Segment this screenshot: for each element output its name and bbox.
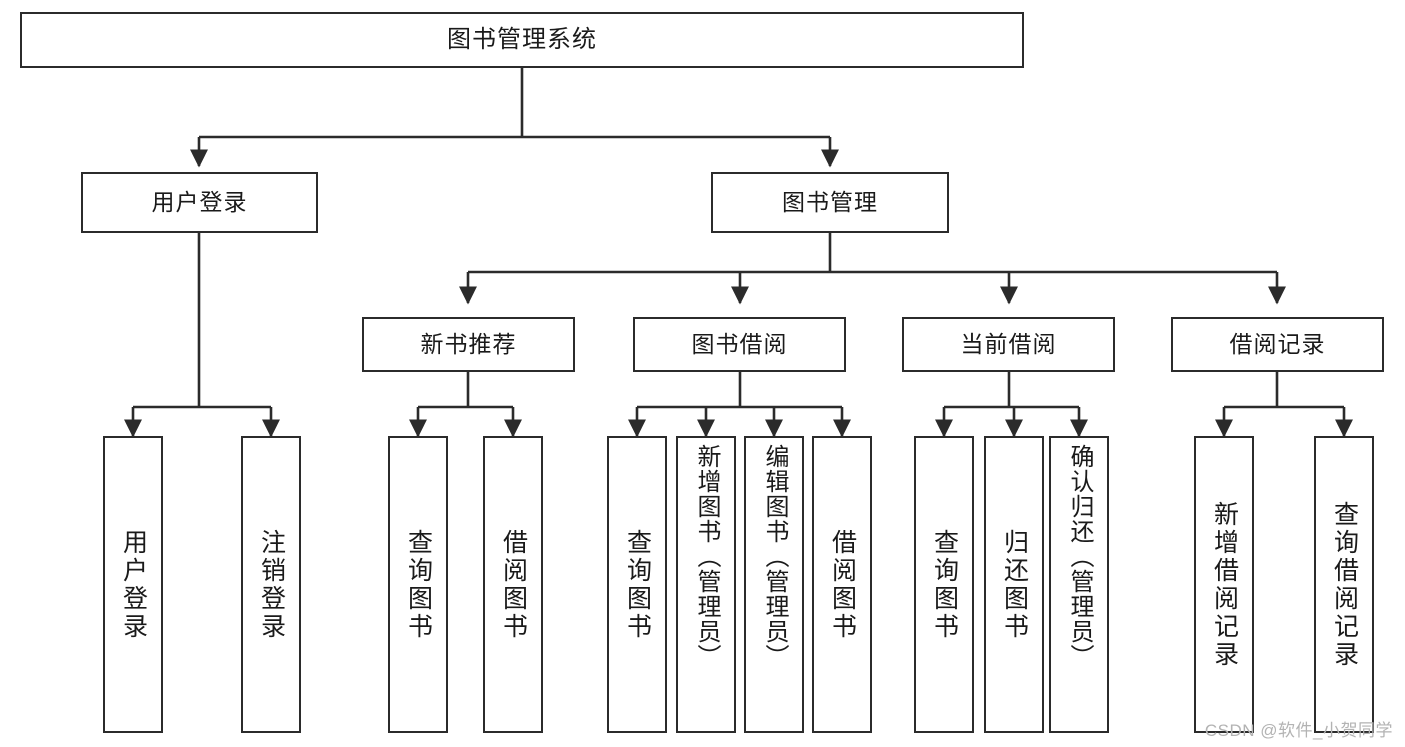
- node-new-book-recommend[interactable]: 新书推荐: [362, 317, 575, 372]
- leaf-borrow-book-borrow[interactable]: 借阅图书: [812, 436, 872, 733]
- node-borrow-record[interactable]: 借阅记录: [1171, 317, 1384, 372]
- watermark: CSDN @软件_小贺同学: [1204, 721, 1393, 740]
- leaf-query-book-borrow[interactable]: 查询图书: [607, 436, 667, 733]
- node-label: 用户登录: [119, 528, 148, 641]
- node-label: 新书推荐: [420, 330, 517, 357]
- leaf-add-borrow-record[interactable]: 新增借阅记录: [1194, 436, 1254, 733]
- node-current-borrow[interactable]: 当前借阅: [902, 317, 1115, 372]
- node-book-borrow[interactable]: 图书借阅: [633, 317, 846, 372]
- node-label: 借阅图书: [499, 528, 528, 641]
- node-label: 图书管理系统: [447, 25, 597, 53]
- leaf-return-book[interactable]: 归还图书: [984, 436, 1044, 733]
- node-label: 查询图书: [623, 528, 652, 641]
- node-label: 新增借阅记录: [1210, 500, 1239, 669]
- node-label: 图书借阅: [691, 330, 788, 357]
- leaf-add-book-admin[interactable]: 新增图书（管理员）: [676, 436, 736, 733]
- node-label: 归还图书: [1000, 528, 1029, 641]
- node-root-system[interactable]: 图书管理系统: [20, 12, 1024, 68]
- node-label: 用户登录: [151, 188, 248, 215]
- node-label: 借阅图书: [828, 528, 857, 641]
- leaf-user-login[interactable]: 用户登录: [103, 436, 163, 733]
- leaf-logout[interactable]: 注销登录: [241, 436, 301, 733]
- leaf-query-book-recommend[interactable]: 查询图书: [388, 436, 448, 733]
- leaf-edit-book-admin[interactable]: 编辑图书（管理员）: [744, 436, 804, 733]
- node-label: 当前借阅: [960, 330, 1057, 357]
- node-book-management[interactable]: 图书管理: [711, 172, 949, 233]
- leaf-query-book-current[interactable]: 查询图书: [914, 436, 974, 733]
- node-label: 借阅记录: [1229, 330, 1326, 357]
- node-label: 编辑图书（管理员）: [761, 444, 788, 669]
- node-label: 查询图书: [930, 528, 959, 641]
- node-label: 注销登录: [257, 528, 286, 641]
- leaf-query-borrow-record[interactable]: 查询借阅记录: [1314, 436, 1374, 733]
- node-label: 图书管理: [782, 188, 878, 215]
- node-label: 查询借阅记录: [1330, 500, 1359, 669]
- node-label: 确认归还（管理员）: [1066, 444, 1093, 669]
- leaf-borrow-book-recommend[interactable]: 借阅图书: [483, 436, 543, 733]
- node-user-login[interactable]: 用户登录: [81, 172, 318, 233]
- node-label: 新增图书（管理员）: [693, 444, 720, 669]
- leaf-confirm-return-admin[interactable]: 确认归还（管理员）: [1049, 436, 1109, 733]
- node-label: 查询图书: [404, 528, 433, 641]
